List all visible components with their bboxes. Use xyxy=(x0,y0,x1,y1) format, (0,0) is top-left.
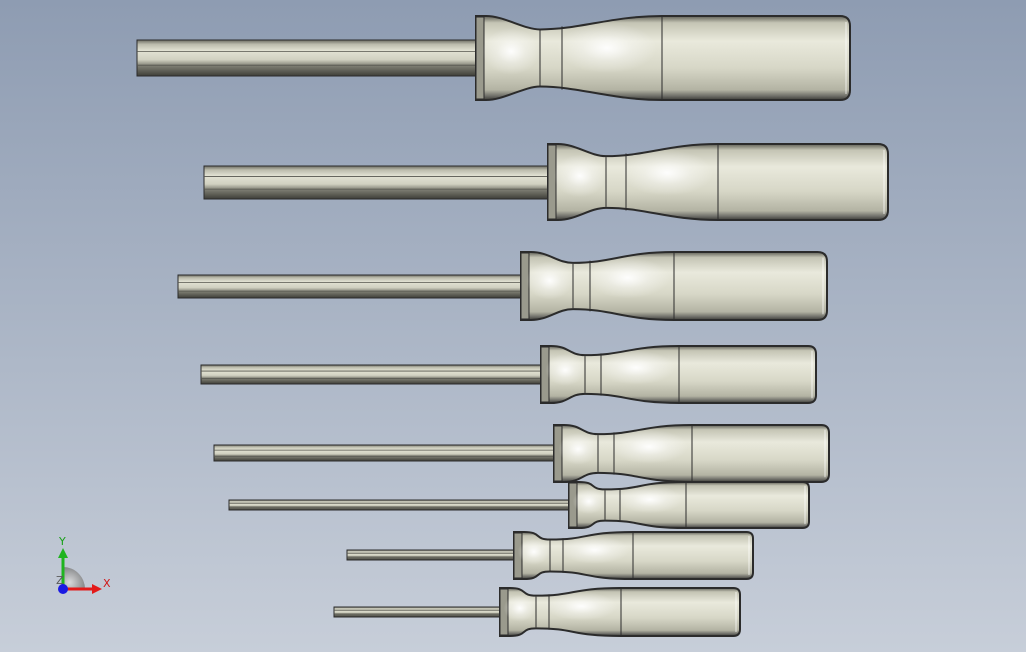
driver-shaft xyxy=(203,165,551,200)
driver-shaft xyxy=(213,444,557,462)
triad-x-label: X xyxy=(103,577,111,590)
handle-highlight xyxy=(610,429,689,464)
hex-driver-6[interactable] xyxy=(228,481,810,529)
handle-ferrule xyxy=(475,16,485,100)
triad-z-axis xyxy=(58,584,68,594)
handle-highlight xyxy=(585,257,670,299)
handle-highlight xyxy=(572,488,605,515)
hex-driver-8[interactable] xyxy=(333,587,741,637)
handle-highlight xyxy=(503,594,536,622)
hex-driver-3[interactable] xyxy=(177,251,828,321)
hex-driver-2[interactable] xyxy=(203,143,889,221)
driver-shaft xyxy=(136,39,479,77)
triad-x-arrowhead xyxy=(92,584,102,594)
triad-z-label: Z xyxy=(56,574,64,587)
hex-driver-7[interactable] xyxy=(346,531,754,580)
handle-highlight xyxy=(545,353,585,386)
handle-highlight xyxy=(526,261,573,300)
handle-highlight xyxy=(557,22,657,74)
driver-shaft xyxy=(177,274,524,299)
driver-shaft xyxy=(346,549,517,561)
driver-shaft xyxy=(228,499,572,511)
hex-driver-1[interactable] xyxy=(136,15,851,101)
handle-highlight xyxy=(597,350,676,385)
handle-highlight xyxy=(616,485,683,514)
hex-driver-5[interactable] xyxy=(213,424,830,483)
handle-highlight xyxy=(621,150,714,196)
handle-highlight xyxy=(559,535,630,564)
triad-sphere-quadrant xyxy=(63,567,85,589)
driver-shaft xyxy=(200,364,544,385)
triad-y-arrowhead xyxy=(58,548,68,558)
driver-shaft xyxy=(333,606,503,618)
triad-y-label: Y xyxy=(58,535,66,548)
handle-highlight xyxy=(553,154,607,198)
hex-driver-4[interactable] xyxy=(200,345,817,404)
handle-highlight xyxy=(517,538,550,565)
handle-highlight xyxy=(558,432,598,465)
coordinate-triad: X Y Z xyxy=(56,535,111,594)
handle-ferrule xyxy=(547,144,557,220)
handle-highlight xyxy=(545,591,618,621)
handle-highlight xyxy=(482,27,540,75)
